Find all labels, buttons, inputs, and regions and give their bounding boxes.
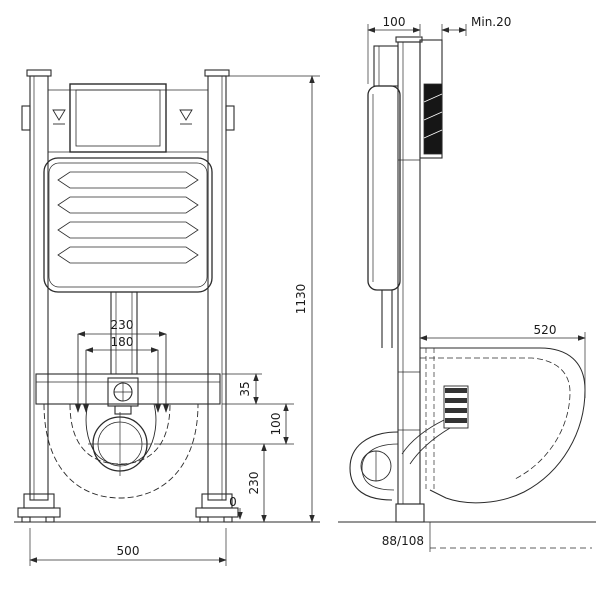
front-view: 230 180 35 100 230 0 [14, 69, 320, 566]
dim-bolt-spacing-inner: 180 [85, 335, 159, 353]
drain-connector [88, 412, 152, 476]
dim-bowl-depth: 520 [419, 323, 586, 398]
side-view: 100 Min.20 520 88/108 [338, 15, 596, 552]
dim-label-35: 35 [238, 381, 252, 396]
dim-label-100-height: 100 [269, 413, 283, 436]
dim-frame-depth: 100 [367, 15, 421, 84]
dim-bracket-height: 35 [222, 373, 294, 405]
dim-min-clearance: Min.20 [441, 15, 511, 40]
cistern-profile [367, 45, 401, 291]
drain-elbow [349, 431, 399, 501]
dim-label-230-height: 230 [247, 472, 261, 495]
dim-bolt-spacing-outer: 230 [77, 318, 167, 337]
dim-label-520: 520 [534, 323, 557, 337]
wall-bracket [419, 39, 443, 159]
datum-zero: 0 [229, 495, 243, 520]
bowl-profile [420, 347, 586, 504]
dim-outlet-size: 88/108 [382, 522, 592, 552]
dim-label-1130: 1130 [294, 284, 308, 315]
datum-zero-label: 0 [229, 495, 237, 509]
dim-label-min20: Min.20 [471, 15, 511, 29]
wall-bracket-hatch [423, 83, 443, 155]
dim-label-500: 500 [117, 544, 140, 558]
dim-label-230-spacing: 230 [111, 318, 134, 332]
dim-inlet-height: 100 [154, 403, 294, 445]
bowl-outline [43, 403, 199, 499]
dim-drain-height: 230 [247, 443, 267, 523]
dim-height: 1130 [228, 75, 320, 523]
water-level-marks [52, 109, 193, 125]
flush-plate-window [69, 83, 167, 153]
mounting-bracket [35, 373, 221, 415]
dim-width: 500 [29, 528, 227, 566]
flush-pipe-side [381, 290, 393, 348]
inlet-connector [401, 385, 469, 465]
dim-label-88-108: 88/108 [382, 534, 424, 548]
dim-label-100-depth: 100 [383, 15, 406, 29]
fixing-bolts [74, 334, 170, 413]
dim-label-180-spacing: 180 [111, 335, 134, 349]
